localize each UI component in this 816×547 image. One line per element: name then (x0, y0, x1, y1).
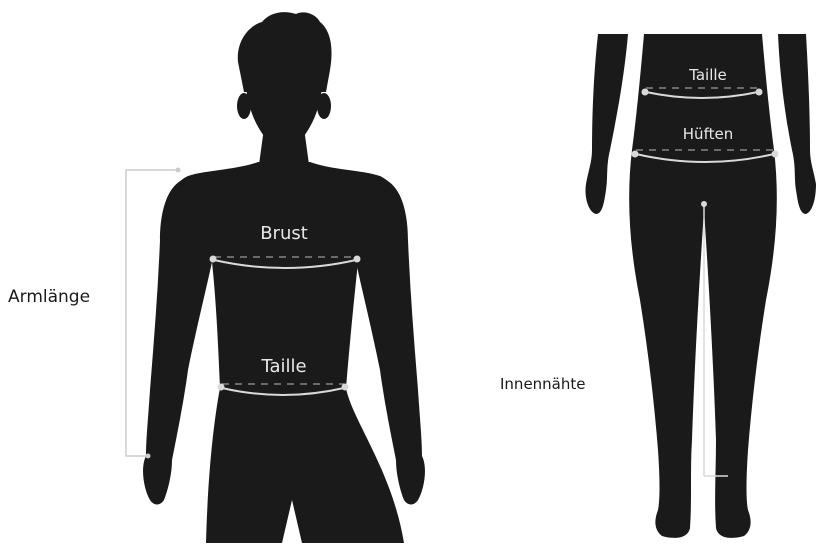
lower-body-figure (585, 34, 816, 538)
chest-label: Brust (260, 223, 308, 244)
hips-label: Hüften (683, 125, 733, 143)
arm-length-label: Armlänge (8, 287, 90, 307)
hips-legs-shape (629, 34, 777, 538)
inseam-label: Innennähte (500, 375, 586, 393)
right-lower-arm-shape (778, 34, 816, 214)
left-arm-shape (143, 178, 212, 505)
left-lower-arm-shape (585, 34, 628, 214)
upper-waist-label: Taille (260, 356, 306, 377)
upper-body-figure (143, 12, 425, 543)
right-ear-shape (317, 93, 331, 119)
lower-waist-label: Taille (688, 66, 727, 84)
left-ear-shape (237, 93, 251, 119)
